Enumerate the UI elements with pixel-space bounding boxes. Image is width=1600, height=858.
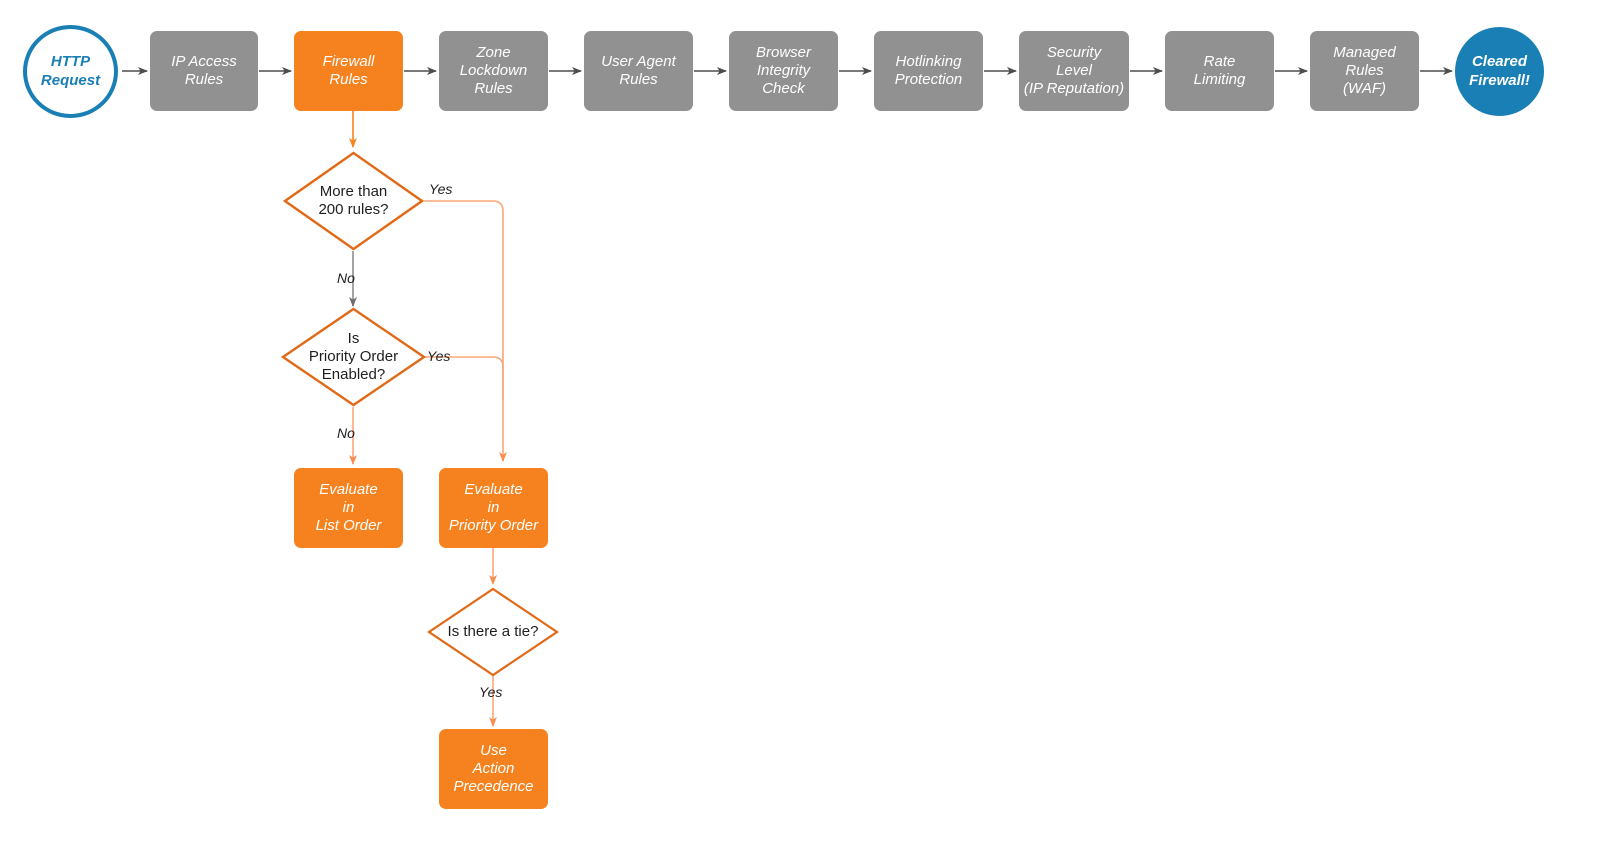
node-evaluate-in-priority-order[interactable]: Evaluate in Priority Order <box>439 468 548 548</box>
node-label: More than 200 rules? <box>318 182 389 218</box>
edge-label-more-than-200-yes: Yes <box>429 181 453 197</box>
node-label: Cleared Firewall! <box>1469 53 1530 89</box>
node-label: Hotlinking Protection <box>894 52 963 88</box>
node-label: Evaluate in Priority Order <box>448 480 539 535</box>
node-managed-rules-waf[interactable]: Managed Rules (WAF) <box>1310 31 1419 111</box>
node-label: Evaluate in List Order <box>315 480 382 535</box>
node-security-level[interactable]: Security Level (IP Reputation) <box>1019 31 1129 111</box>
node-browser-integrity-check[interactable]: Browser Integrity Check <box>729 31 838 111</box>
node-is-there-a-tie[interactable]: Is there a tie? <box>427 587 559 677</box>
node-zone-lockdown-rules[interactable]: Zone Lockdown Rules <box>439 31 548 111</box>
node-label: Security Level (IP Reputation) <box>1023 43 1125 98</box>
node-label: User Agent Rules <box>601 52 676 88</box>
node-is-priority-order-enabled[interactable]: Is Priority Order Enabled? <box>281 307 426 407</box>
edge-label-more-than-200-no: No <box>337 270 355 286</box>
edge-label-priority-order-no: No <box>337 425 355 441</box>
node-user-agent-rules[interactable]: User Agent Rules <box>584 31 693 111</box>
diamond-shape <box>283 151 424 251</box>
diamond-shape <box>281 307 426 407</box>
node-rate-limiting[interactable]: Rate Limiting <box>1165 31 1274 111</box>
node-label: Is there a tie? <box>447 622 539 640</box>
node-label: Use Action Precedence <box>453 741 534 796</box>
edge-label-tie-yes: Yes <box>479 684 503 700</box>
diamond-shape <box>427 587 559 677</box>
node-firewall-rules[interactable]: Firewall Rules <box>294 31 403 111</box>
edge-more-than-200-yes <box>424 200 507 462</box>
node-label: Managed Rules (WAF) <box>1333 43 1396 98</box>
node-label: HTTP Request <box>40 53 101 89</box>
node-label: Zone Lockdown Rules <box>459 43 528 98</box>
edge-label-priority-order-yes: Yes <box>427 348 451 364</box>
node-label: IP Access Rules <box>171 52 237 88</box>
node-hotlinking-protection[interactable]: Hotlinking Protection <box>874 31 983 111</box>
node-cleared-firewall[interactable]: Cleared Firewall! <box>1455 27 1544 116</box>
node-label: Rate Limiting <box>1193 52 1246 88</box>
node-label: Is Priority Order Enabled? <box>308 329 399 384</box>
node-use-action-precedence[interactable]: Use Action Precedence <box>439 729 548 809</box>
node-label: Browser Integrity Check <box>755 43 811 98</box>
node-ip-access-rules[interactable]: IP Access Rules <box>150 31 258 111</box>
node-http-request[interactable]: HTTP Request <box>23 25 118 118</box>
node-more-than-200-rules[interactable]: More than 200 rules? <box>283 151 424 251</box>
node-label: Firewall Rules <box>322 52 375 88</box>
node-evaluate-in-list-order[interactable]: Evaluate in List Order <box>294 468 403 548</box>
